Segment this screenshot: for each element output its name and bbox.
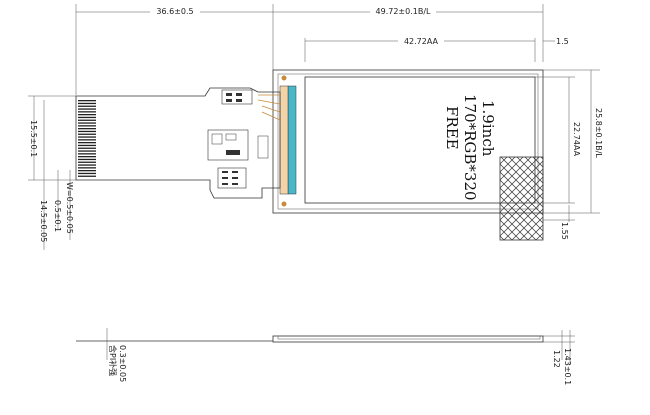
fpc-pin (78, 133, 96, 135)
fpc-component-grid (217, 167, 247, 189)
side-glass (277, 335, 541, 340)
dim-edge-right: 1.5 (556, 37, 569, 46)
alignment-mark (281, 75, 287, 81)
fpc-pin (78, 139, 96, 141)
dim-bg (398, 35, 444, 45)
fpc-pin (78, 167, 96, 169)
fpc-component (236, 93, 242, 96)
fpc-component (257, 135, 269, 159)
fpc-pin (78, 102, 96, 105)
panel-outline (272, 69, 544, 214)
note-stiffener: 含PI补强 (108, 345, 118, 376)
fpc-pin (78, 111, 96, 113)
dim-pins-total: 14.5±0.05 (39, 200, 48, 242)
fpc-pin (78, 136, 96, 138)
fpc-component (226, 99, 232, 102)
dim-fpc-length: 36.6±0.5 (156, 7, 193, 16)
fpc-pin (78, 150, 96, 152)
fpc-pin (78, 170, 96, 172)
fpc-trace (257, 94, 281, 121)
fpc-outline (75, 87, 281, 199)
fpc-component-block (221, 89, 253, 105)
fpc-pin (78, 172, 96, 175)
fpc-component (226, 93, 232, 96)
fpc-pin (78, 105, 96, 107)
dim-conn-width: 15.5±0.1 (29, 120, 38, 157)
fpc-component (226, 150, 240, 155)
fpc-pin (78, 158, 96, 161)
fpc-pin (78, 125, 96, 127)
fpc-component (222, 171, 238, 185)
fpc-pin (78, 130, 96, 133)
fpc-component (225, 133, 237, 141)
fpc-pin (78, 119, 96, 121)
fpc-pin (78, 161, 96, 163)
fpc-pin (78, 147, 96, 149)
dim-aa-width: 42.72AA (404, 37, 439, 46)
panel-glass-edge (277, 73, 539, 210)
dim-fpc-thickness: 0.3±0.05 (118, 345, 127, 382)
fpc-pin (78, 164, 96, 166)
fpc-pin (78, 156, 96, 158)
fpc-pin (78, 175, 96, 177)
panel-label-size: 1.9inch (479, 100, 497, 157)
dim-outline-width: 49.72±0.1B/L (376, 7, 432, 16)
fpc-pin (78, 122, 96, 124)
dim-aa-height: 22.74AA (572, 122, 581, 157)
bonding-area (279, 85, 289, 195)
fpc-pin (78, 153, 96, 155)
panel-label-resolution: 170*RGB*320 (461, 94, 479, 201)
driver-ic-strip (287, 85, 297, 195)
hatched-tab (499, 156, 544, 241)
fpc-pin (78, 100, 96, 102)
fpc-pin (78, 128, 96, 130)
fpc-pins (78, 100, 96, 177)
dim-bg (370, 6, 436, 16)
fpc-label-box (207, 129, 249, 161)
fpc-pin (78, 144, 96, 147)
fpc-pin (78, 116, 96, 119)
dim-pitch-p: 0.5±0.1 (53, 200, 62, 232)
dim-side-glass: 1.22 (552, 350, 561, 368)
fpc-component (236, 99, 242, 102)
dim-outline-height: 25.8±0.1B/L (594, 108, 603, 158)
fpc-pin (78, 142, 96, 144)
fpc-pin (78, 114, 96, 116)
dim-bg (150, 6, 200, 16)
fpc-component (211, 133, 223, 145)
fpc-pin (78, 108, 96, 110)
active-area (304, 76, 536, 204)
dim-side-total: 1.43±0.1 (563, 348, 572, 385)
alignment-mark (281, 201, 287, 207)
panel-label-free: FREE (443, 106, 461, 150)
dim-pitch-w: W=0.5±0.05 (65, 182, 74, 234)
dim-edge-bottom: 1.55 (560, 222, 569, 240)
